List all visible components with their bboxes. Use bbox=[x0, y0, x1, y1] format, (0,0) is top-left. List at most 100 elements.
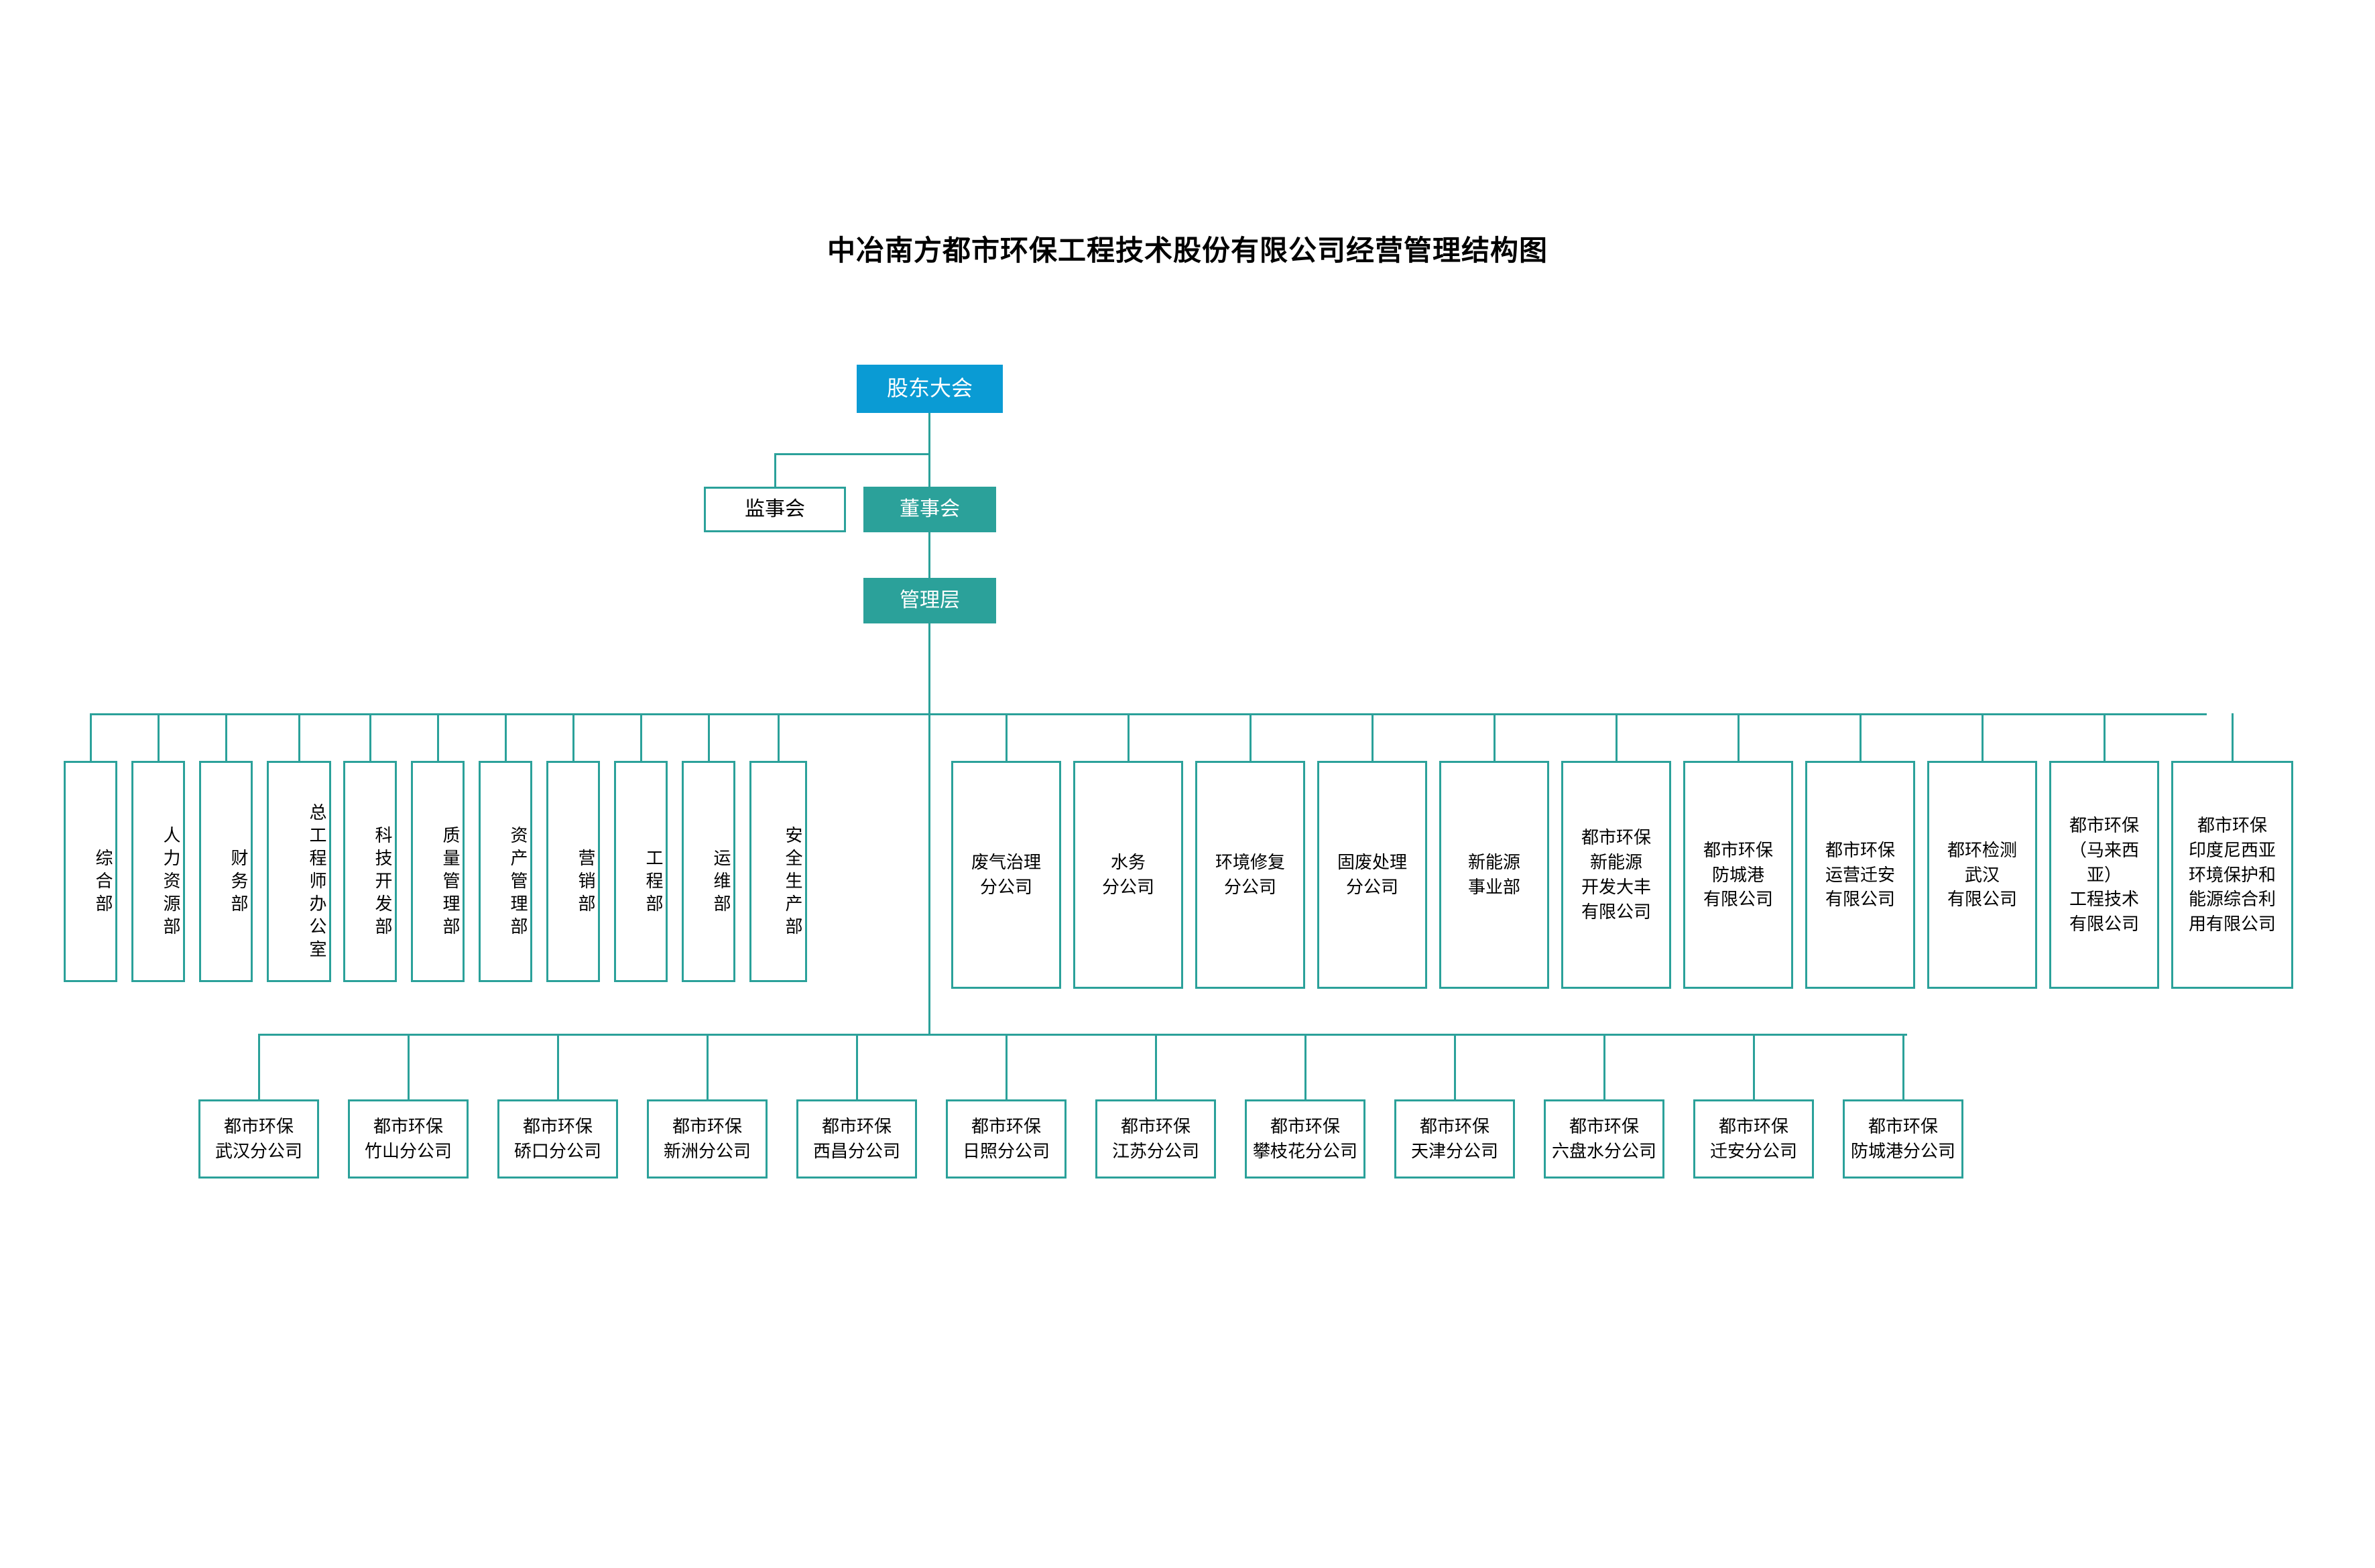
node-branch-11[interactable]: 都市环保 防城港分公司 bbox=[1843, 1099, 1963, 1179]
node-branch-3[interactable]: 都市环保 新洲分公司 bbox=[647, 1099, 768, 1179]
connector-branch-3 bbox=[707, 1034, 709, 1099]
connector-department-3 bbox=[298, 713, 300, 761]
node-business-unit-6[interactable]: 都市环保 防城港 有限公司 bbox=[1683, 761, 1793, 989]
node-department-9[interactable]: 运维部 bbox=[682, 761, 735, 982]
connector-department-8 bbox=[640, 713, 642, 761]
node-branch-10[interactable]: 都市环保 迁安分公司 bbox=[1693, 1099, 1814, 1179]
node-label: 都市环保 天津分公司 bbox=[1410, 1116, 1498, 1161]
node-business-unit-7[interactable]: 都市环保 运营迁安 有限公司 bbox=[1805, 761, 1915, 989]
connector-branch-8 bbox=[1454, 1034, 1456, 1099]
connector-business-unit-1 bbox=[1128, 713, 1130, 761]
node-label: 都市环保 迁安分公司 bbox=[1709, 1116, 1797, 1161]
node-department-3[interactable]: 总工程师办公室 bbox=[267, 761, 331, 982]
connector-branch-9 bbox=[1603, 1034, 1605, 1099]
connector-branch-7 bbox=[1304, 1034, 1306, 1099]
connector-division-bus bbox=[91, 713, 2207, 715]
connector-department-9 bbox=[708, 713, 710, 761]
connector-business-unit-7 bbox=[1860, 713, 1862, 761]
node-label: 环境修复 分公司 bbox=[1215, 852, 1285, 897]
node-label: 都市环保 攀枝花分公司 bbox=[1252, 1116, 1357, 1161]
node-label: 都市环保 武汉分公司 bbox=[215, 1116, 302, 1161]
connector-department-4 bbox=[369, 713, 371, 761]
node-label: 都市环保 六盘水分公司 bbox=[1551, 1116, 1656, 1161]
node-branch-9[interactable]: 都市环保 六盘水分公司 bbox=[1544, 1099, 1664, 1179]
node-label: 都市环保 防城港分公司 bbox=[1850, 1116, 1955, 1161]
node-label: 都市环保 新能源 开发大丰 有限公司 bbox=[1581, 827, 1651, 922]
node-label: 都市环保 运营迁安 有限公司 bbox=[1825, 839, 1895, 910]
node-label: 资产管理部 bbox=[508, 826, 528, 940]
node-label: 综合部 bbox=[93, 849, 113, 917]
node-branch-2[interactable]: 都市环保 硚口分公司 bbox=[497, 1099, 618, 1179]
node-label: 都市环保 （马来西亚） 工程技术 有限公司 bbox=[2069, 815, 2139, 934]
node-business-unit-5[interactable]: 都市环保 新能源 开发大丰 有限公司 bbox=[1561, 761, 1671, 989]
node-business-unit-2[interactable]: 环境修复 分公司 bbox=[1195, 761, 1305, 989]
node-branch-8[interactable]: 都市环保 天津分公司 bbox=[1394, 1099, 1515, 1179]
node-department-5[interactable]: 质量管理部 bbox=[411, 761, 465, 982]
connector-branch-5 bbox=[1006, 1034, 1008, 1099]
node-business-unit-4[interactable]: 新能源 事业部 bbox=[1439, 761, 1549, 989]
node-label: 都市环保 西昌分公司 bbox=[812, 1116, 900, 1161]
node-department-0[interactable]: 综合部 bbox=[64, 761, 117, 982]
connector-business-unit-9 bbox=[2104, 713, 2106, 761]
connector-branch-6 bbox=[1155, 1034, 1157, 1099]
node-label: 安全生产部 bbox=[783, 826, 803, 940]
connector-business-unit-3 bbox=[1372, 713, 1374, 761]
connector-shareholders-to-board bbox=[928, 413, 930, 487]
node-branch-6[interactable]: 都市环保 江苏分公司 bbox=[1095, 1099, 1216, 1179]
node-branch-4[interactable]: 都市环保 西昌分公司 bbox=[796, 1099, 917, 1179]
connector-department-1 bbox=[158, 713, 160, 761]
connector-branch-1 bbox=[408, 1034, 410, 1099]
node-supervisory-board[interactable]: 监事会 bbox=[704, 487, 846, 532]
node-branch-0[interactable]: 都市环保 武汉分公司 bbox=[198, 1099, 319, 1179]
node-label: 总工程师办公室 bbox=[307, 803, 327, 963]
node-department-2[interactable]: 财务部 bbox=[199, 761, 253, 982]
node-board-of-directors[interactable]: 董事会 bbox=[863, 487, 996, 532]
node-label: 人力资源部 bbox=[161, 826, 181, 940]
node-department-4[interactable]: 科技开发部 bbox=[343, 761, 397, 982]
node-business-unit-3[interactable]: 固废处理 分公司 bbox=[1317, 761, 1427, 989]
node-label: 科技开发部 bbox=[373, 826, 393, 940]
node-label: 新能源 事业部 bbox=[1467, 852, 1520, 897]
connector-department-5 bbox=[437, 713, 439, 761]
connector-branch-2 bbox=[557, 1034, 559, 1099]
node-department-6[interactable]: 资产管理部 bbox=[479, 761, 532, 982]
node-label: 都市环保 防城港 有限公司 bbox=[1703, 839, 1773, 910]
connector-business-unit-2 bbox=[1250, 713, 1252, 761]
node-branch-5[interactable]: 都市环保 日照分公司 bbox=[946, 1099, 1067, 1179]
node-label: 固废处理 分公司 bbox=[1337, 852, 1407, 897]
node-label: 都环检测 武汉 有限公司 bbox=[1947, 839, 2017, 910]
connector-department-6 bbox=[505, 713, 507, 761]
node-department-8[interactable]: 工程部 bbox=[614, 761, 668, 982]
node-label: 财务部 bbox=[229, 849, 249, 917]
node-label: 运维部 bbox=[711, 849, 731, 917]
node-label: 股东大会 bbox=[886, 376, 973, 401]
node-management[interactable]: 管理层 bbox=[863, 578, 996, 623]
node-department-7[interactable]: 营销部 bbox=[546, 761, 600, 982]
node-label: 都市环保 江苏分公司 bbox=[1111, 1116, 1199, 1161]
node-branch-1[interactable]: 都市环保 竹山分公司 bbox=[348, 1099, 469, 1179]
connector-main-spine bbox=[928, 623, 930, 1035]
node-label: 工程部 bbox=[644, 849, 664, 917]
connector-business-unit-6 bbox=[1738, 713, 1740, 761]
connector-department-10 bbox=[778, 713, 780, 761]
node-business-unit-0[interactable]: 废气治理 分公司 bbox=[951, 761, 1061, 989]
node-business-unit-8[interactable]: 都环检测 武汉 有限公司 bbox=[1927, 761, 2037, 989]
node-department-10[interactable]: 安全生产部 bbox=[749, 761, 807, 982]
node-business-unit-9[interactable]: 都市环保 （马来西亚） 工程技术 有限公司 bbox=[2049, 761, 2159, 989]
node-label: 董事会 bbox=[900, 497, 960, 520]
node-label: 营销部 bbox=[576, 849, 596, 917]
node-shareholders-meeting[interactable]: 股东大会 bbox=[857, 365, 1003, 413]
node-business-unit-1[interactable]: 水务 分公司 bbox=[1073, 761, 1183, 989]
node-business-unit-10[interactable]: 都市环保 印度尼西亚 环境保护和 能源综合利 用有限公司 bbox=[2171, 761, 2293, 989]
node-branch-7[interactable]: 都市环保 攀枝花分公司 bbox=[1245, 1099, 1365, 1179]
connector-business-unit-10 bbox=[2232, 713, 2234, 761]
node-label: 监事会 bbox=[745, 497, 805, 520]
connector-business-unit-4 bbox=[1494, 713, 1496, 761]
node-label: 都市环保 硚口分公司 bbox=[513, 1116, 601, 1161]
node-label: 都市环保 竹山分公司 bbox=[364, 1116, 452, 1161]
node-label: 都市环保 印度尼西亚 环境保护和 能源综合利 用有限公司 bbox=[2188, 815, 2276, 934]
connector-branch-11 bbox=[1902, 1034, 1904, 1099]
connector-department-0 bbox=[90, 713, 92, 761]
node-department-1[interactable]: 人力资源部 bbox=[131, 761, 185, 982]
